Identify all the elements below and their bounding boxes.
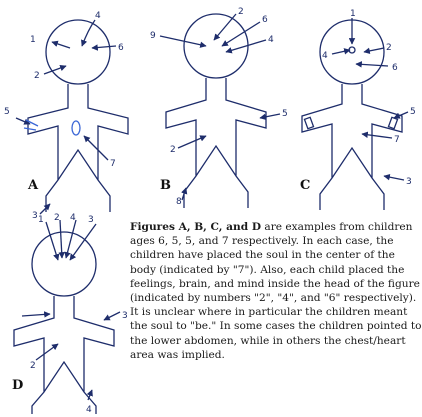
figure-a-label: A <box>28 178 39 193</box>
svg-text:3: 3 <box>32 211 38 221</box>
svg-text:6: 6 <box>118 43 124 53</box>
figure-c-label: C <box>300 178 311 193</box>
figure-a-numbers: 1 4 6 2 5 7 3 <box>4 11 124 221</box>
figure-a-soul-mark <box>71 120 81 136</box>
svg-text:2: 2 <box>34 71 40 81</box>
svg-text:4: 4 <box>86 405 92 415</box>
svg-text:3: 3 <box>88 215 94 225</box>
figure-caption: Figures A, B, C, and D are examples from… <box>130 220 422 362</box>
figure-a-body <box>27 84 129 212</box>
figure-b-body <box>165 78 267 208</box>
figure-b-label: B <box>160 178 171 193</box>
figure-d <box>13 219 121 414</box>
svg-text:3: 3 <box>406 177 412 187</box>
figure-b <box>159 13 281 208</box>
figure-c-numbers: 1 4 2 6 5 7 3 <box>322 9 416 187</box>
figure-c <box>301 18 409 210</box>
figure-d-body <box>13 296 115 414</box>
caption-lead: Figures A, B, C, and D <box>130 221 262 233</box>
svg-text:2: 2 <box>170 145 176 155</box>
svg-text:7: 7 <box>110 159 116 169</box>
svg-text:5: 5 <box>410 107 416 117</box>
figure-d-label: D <box>12 378 24 393</box>
figure-a-head <box>45 19 111 85</box>
caption-body: are examples from children ages 6, 5, 5,… <box>130 221 422 361</box>
svg-text:2: 2 <box>386 43 392 53</box>
svg-text:4: 4 <box>70 213 76 223</box>
svg-text:8: 8 <box>176 197 182 207</box>
svg-text:4: 4 <box>322 51 328 61</box>
figure-d-head <box>31 231 97 297</box>
svg-text:5: 5 <box>4 107 10 117</box>
svg-text:9: 9 <box>150 31 156 41</box>
figure-c-body <box>301 84 403 210</box>
svg-text:1: 1 <box>30 35 36 45</box>
svg-text:2: 2 <box>54 213 60 223</box>
svg-text:2: 2 <box>30 361 36 371</box>
figure-b-head <box>183 13 249 79</box>
svg-text:5: 5 <box>282 109 288 119</box>
figure-b-numbers: 2 6 9 4 5 2 8 <box>150 7 288 207</box>
svg-text:2: 2 <box>238 7 244 17</box>
svg-text:3: 3 <box>122 311 128 321</box>
svg-text:1: 1 <box>350 9 356 19</box>
figure-d-numbers: 1 2 4 3 3 2 4 <box>30 213 128 415</box>
svg-text:1: 1 <box>38 215 44 225</box>
svg-text:6: 6 <box>392 63 398 73</box>
svg-text:6: 6 <box>262 15 268 25</box>
svg-text:7: 7 <box>394 135 400 145</box>
figure-a <box>15 19 129 215</box>
svg-text:4: 4 <box>268 35 274 45</box>
svg-text:4: 4 <box>95 11 101 21</box>
